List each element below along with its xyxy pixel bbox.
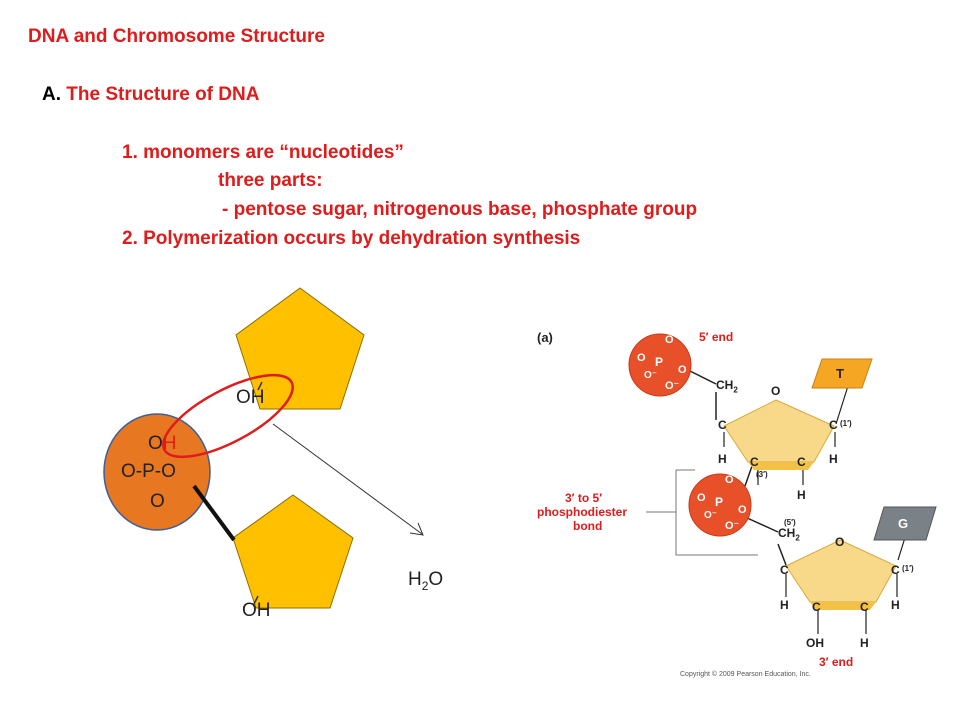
top-c3-prime: (3′)	[756, 470, 768, 479]
phos-top-o-minus-a: O⁻	[665, 380, 680, 392]
phos-top-o-c: O	[678, 364, 687, 376]
bond-callout-bracket	[675, 470, 758, 556]
phosphate-o-bottom-label: O	[150, 491, 165, 512]
copyright-text: Copyright © 2009 Pearson Education, Inc.	[680, 671, 811, 678]
phos-bot-o-minus-a: O⁻	[725, 520, 740, 532]
three-prime-end-label: 3′ end	[819, 655, 854, 669]
bond-label-line-3: bond	[573, 519, 603, 533]
phos-top-o-b: O	[637, 352, 646, 364]
phos-bot-o-c: O	[738, 504, 747, 516]
top-oh-label: OH	[236, 387, 265, 408]
phosphate-mid-label: O-P-O	[121, 461, 176, 482]
top-ring-o-label: O	[771, 384, 781, 398]
top-ch2-label: CH2	[716, 378, 738, 397]
bottom-ch2-text: CH	[778, 526, 796, 540]
panel-label: (a)	[537, 330, 553, 345]
ch2-c4-lower-bond	[777, 543, 787, 566]
top-c2-label: C	[797, 455, 806, 469]
bottom-deoxyribose	[785, 539, 897, 603]
top-c4-h-label: H	[718, 452, 727, 466]
base-t-shape	[811, 358, 873, 389]
water-h: H	[408, 569, 422, 590]
bottom-c2-label: C	[860, 600, 869, 614]
bottom-oh-label-fig: OH	[806, 636, 824, 650]
top-ch2-text: CH	[716, 378, 734, 392]
top-base-bond	[835, 385, 849, 425]
bottom-deoxyribose-edge	[810, 602, 876, 610]
phos-top-o-a: O	[665, 334, 674, 346]
reaction-arrow	[272, 423, 423, 535]
ester-bond-line	[192, 484, 236, 542]
bottom-c5-prime: (5′)	[784, 518, 796, 527]
phosphate-circle	[103, 413, 211, 531]
arrow-head-icon	[409, 522, 424, 536]
top-deoxyribose	[723, 399, 835, 463]
bottom-ch2-label: CH2	[778, 526, 800, 545]
section-heading: A. The Structure of DNA	[42, 84, 259, 106]
water-o: O	[428, 569, 444, 590]
bottom-c4-label: C	[780, 563, 789, 577]
c3-p2-bond	[744, 465, 753, 487]
top-deoxyribose-edge	[748, 462, 814, 470]
top-sugar-pentagon	[235, 287, 365, 410]
dehydration-highlight-ellipse	[162, 373, 294, 459]
bottom-ch2-sub: 2	[795, 533, 800, 543]
top-c1-h-label: H	[829, 452, 838, 466]
p1-ch2-bond	[687, 369, 717, 385]
top-c3-label: C	[750, 455, 759, 469]
phos-bot-p: P	[715, 495, 724, 509]
top-c1-label: C	[829, 418, 838, 432]
phos-bot-o-minus-b: O⁻	[704, 510, 718, 521]
top-c1-prime: (1′)	[840, 419, 852, 428]
bottom-ring-o-label: O	[835, 535, 845, 549]
phos-bot-o-b: O	[697, 492, 706, 504]
phos-top-p: P	[655, 355, 664, 369]
point-2: 2. Polymerization occurs by dehydration …	[122, 228, 581, 249]
point-1-detail: - pentose sugar, nitrogenous base, phosp…	[222, 199, 698, 220]
top-c4-label: C	[718, 418, 727, 432]
phosphate-h-label: H	[162, 433, 177, 454]
bond-label-line-1: 3′ to 5′	[565, 491, 603, 505]
top-sugar-oh-bond	[257, 381, 263, 391]
phosphate-top	[628, 333, 692, 397]
water-label: H2O	[408, 570, 443, 596]
bottom-sugar-oh-bond	[253, 595, 259, 605]
phos-top-o-minus-b: O⁻	[644, 370, 658, 381]
point-1-sub: three parts:	[218, 170, 323, 191]
bottom-c1-label: C	[891, 563, 900, 577]
bond-label-line-2: phosphodiester	[537, 505, 628, 519]
phosphate-oh-label: OH	[148, 434, 177, 454]
section-title: The Structure of DNA	[61, 84, 260, 105]
phosphate-o-label: O	[148, 433, 163, 454]
phos-bot-o-a: O	[725, 474, 734, 486]
top-ch2-sub: 2	[733, 385, 738, 395]
base-t-label: T	[836, 366, 844, 381]
section-prefix: A.	[42, 84, 61, 105]
bottom-oh-label: OH	[242, 600, 271, 621]
slide-title: DNA and Chromosome Structure	[28, 26, 325, 47]
bottom-sugar-pentagon	[232, 494, 354, 609]
phosphate-bottom	[688, 473, 752, 537]
bottom-c1-prime: (1′)	[902, 564, 914, 573]
five-prime-end-label: 5′ end	[699, 330, 734, 344]
base-g-label: G	[898, 516, 909, 531]
base-g-shape	[873, 506, 937, 541]
top-c2-h-label: H	[797, 488, 806, 502]
bottom-c1-h-label: H	[891, 598, 900, 612]
point-1: 1. monomers are “nucleotides”	[122, 142, 404, 163]
bottom-c3-label: C	[812, 600, 821, 614]
bottom-c4-h-label: H	[780, 598, 789, 612]
bottom-c2-h-label: H	[860, 636, 869, 650]
p2-ch2-bond	[744, 516, 779, 533]
water-subscript: 2	[421, 578, 429, 593]
